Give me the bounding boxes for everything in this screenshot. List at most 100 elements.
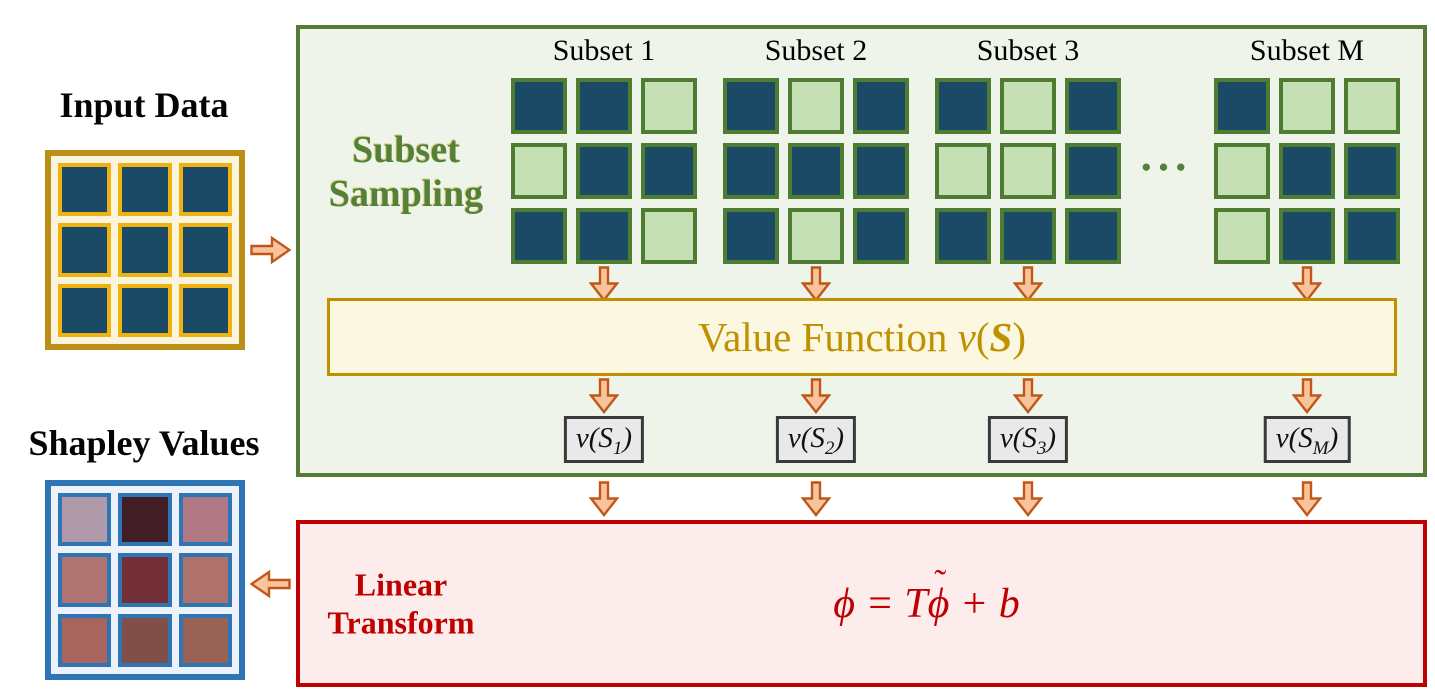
arrow-down-icon bbox=[1292, 481, 1322, 517]
subset-1-patch-1-2 bbox=[853, 143, 909, 199]
arrow-down-icon bbox=[1292, 378, 1322, 414]
subset-3-patch-1-2 bbox=[1344, 143, 1400, 199]
arrow-down-icon bbox=[1292, 266, 1322, 302]
subset-1-patch-1-0 bbox=[723, 143, 779, 199]
value-function-prefix: Value Function bbox=[698, 314, 958, 360]
arrow-down-icon bbox=[589, 481, 619, 517]
arrow-down-icon bbox=[1013, 266, 1043, 302]
subset-2-patch-1-1-masked bbox=[1000, 143, 1056, 199]
arrow-down-icon bbox=[801, 266, 831, 302]
subset-2-grid bbox=[723, 78, 909, 264]
subset-sampling-label-line1: Subset bbox=[352, 129, 460, 171]
value-function-v: v bbox=[957, 314, 976, 360]
arrow-down-icon bbox=[1013, 378, 1043, 414]
shapley-patch-1-2 bbox=[178, 553, 232, 607]
subset-3-patch-2-2 bbox=[1344, 208, 1400, 264]
subset-3-label: Subset 3 bbox=[976, 34, 1080, 67]
arrow-right-icon bbox=[250, 236, 291, 264]
subset-1-patch-1-1 bbox=[788, 143, 844, 199]
subset-2-patch-0-0 bbox=[935, 78, 991, 134]
subset-3-patch-1-1 bbox=[1279, 143, 1335, 199]
subset-2-patch-0-1-masked bbox=[1000, 78, 1056, 134]
shapley-patch-0-2 bbox=[178, 493, 232, 547]
subset-0-patch-0-0 bbox=[511, 78, 567, 134]
input-patch-2-2 bbox=[178, 283, 232, 337]
linear-transform-box: Linear Transform ϕ = T˜ϕ + b bbox=[296, 520, 1427, 687]
subset-1-label: Subset 1 bbox=[552, 34, 656, 67]
shapley-patch-0-0 bbox=[58, 493, 112, 547]
subset-3-patch-0-1-masked bbox=[1279, 78, 1335, 134]
subset-2-patch-1-0-masked bbox=[935, 143, 991, 199]
input-patch-0-1 bbox=[118, 163, 172, 217]
input-patch-1-2 bbox=[178, 223, 232, 277]
subset-sampling-label: Subset Sampling bbox=[310, 129, 502, 216]
subset-1-patch-2-2 bbox=[853, 208, 909, 264]
shapley-patch-1-0 bbox=[58, 553, 112, 607]
subset-3-patch-2-0-masked bbox=[1214, 208, 1270, 264]
subset-1-grid bbox=[511, 78, 697, 264]
subset-0-patch-0-1 bbox=[576, 78, 632, 134]
formula-phi-tilde: ˜ϕ bbox=[927, 561, 950, 627]
value-output-2: v(S2) bbox=[775, 416, 857, 463]
linear-transform-label-line1: Linear bbox=[354, 566, 448, 603]
value-function-open-paren: ( bbox=[975, 314, 990, 360]
value-output-m: v(SM) bbox=[1263, 416, 1351, 463]
shapley-values-grid bbox=[45, 480, 245, 680]
subset-m-grid bbox=[1214, 78, 1400, 264]
input-patch-1-0 bbox=[58, 223, 112, 277]
input-patch-0-0 bbox=[58, 163, 112, 217]
subset-1-patch-0-2 bbox=[853, 78, 909, 134]
input-patch-2-1 bbox=[118, 283, 172, 337]
input-patch-0-2 bbox=[178, 163, 232, 217]
subset-2-patch-2-0 bbox=[935, 208, 991, 264]
linear-transform-formula: ϕ = T˜ϕ + b bbox=[695, 532, 1095, 676]
value-output-1: v(S1) bbox=[563, 416, 645, 463]
input-data-title: Input Data bbox=[59, 85, 229, 125]
subset-3-patch-2-1 bbox=[1279, 208, 1335, 264]
subset-3-grid bbox=[935, 78, 1121, 264]
input-patch-1-1 bbox=[118, 223, 172, 277]
subset-1-patch-0-1-masked bbox=[788, 78, 844, 134]
input-data-grid bbox=[45, 150, 245, 350]
arrow-left-icon bbox=[250, 570, 291, 598]
subset-3-patch-1-0-masked bbox=[1214, 143, 1270, 199]
subset-2-patch-2-2 bbox=[1065, 208, 1121, 264]
value-function-close-paren: ) bbox=[1012, 314, 1026, 360]
shapley-patch-2-2 bbox=[178, 613, 232, 667]
shapley-patch-0-1 bbox=[118, 493, 172, 547]
shapley-patch-2-1 bbox=[118, 613, 172, 667]
formula-rhs: + b bbox=[949, 580, 1020, 627]
linear-transform-label-line2: Transform bbox=[327, 604, 475, 641]
shapley-values-title: Shapley Values bbox=[28, 423, 260, 463]
shapley-patch-1-1 bbox=[118, 553, 172, 607]
ellipsis-dots: ●●● bbox=[1141, 157, 1193, 176]
input-patch-2-0 bbox=[58, 283, 112, 337]
subset-0-patch-1-1 bbox=[576, 143, 632, 199]
subset-0-patch-2-2-masked bbox=[641, 208, 697, 264]
subset-0-patch-0-2-masked bbox=[641, 78, 697, 134]
arrow-down-icon bbox=[589, 378, 619, 414]
arrow-down-icon bbox=[589, 266, 619, 302]
arrow-down-icon bbox=[801, 378, 831, 414]
subset-3-patch-0-0 bbox=[1214, 78, 1270, 134]
formula-lhs: ϕ = T bbox=[833, 580, 928, 627]
subset-0-patch-2-0 bbox=[511, 208, 567, 264]
subset-sampling-label-line2: Sampling bbox=[328, 172, 484, 215]
subset-2-patch-1-2 bbox=[1065, 143, 1121, 199]
subset-m-label: Subset M bbox=[1249, 34, 1365, 67]
subset-1-patch-2-0 bbox=[723, 208, 779, 264]
subset-2-label: Subset 2 bbox=[764, 34, 868, 67]
arrow-down-icon bbox=[1013, 481, 1043, 517]
value-function-s: S bbox=[989, 314, 1013, 360]
subset-0-patch-2-1 bbox=[576, 208, 632, 264]
subset-sampling-panel: Subset Sampling Subset 1 Subset 2 Subset… bbox=[296, 25, 1427, 477]
subset-2-patch-2-1 bbox=[1000, 208, 1056, 264]
arrow-down-icon bbox=[801, 481, 831, 517]
subset-0-patch-1-0-masked bbox=[511, 143, 567, 199]
subset-2-patch-0-2 bbox=[1065, 78, 1121, 134]
value-function-box: Value Function v(S) bbox=[327, 298, 1397, 376]
subset-1-patch-0-0 bbox=[723, 78, 779, 134]
subset-1-patch-2-1-masked bbox=[788, 208, 844, 264]
subset-3-patch-0-2-masked bbox=[1344, 78, 1400, 134]
